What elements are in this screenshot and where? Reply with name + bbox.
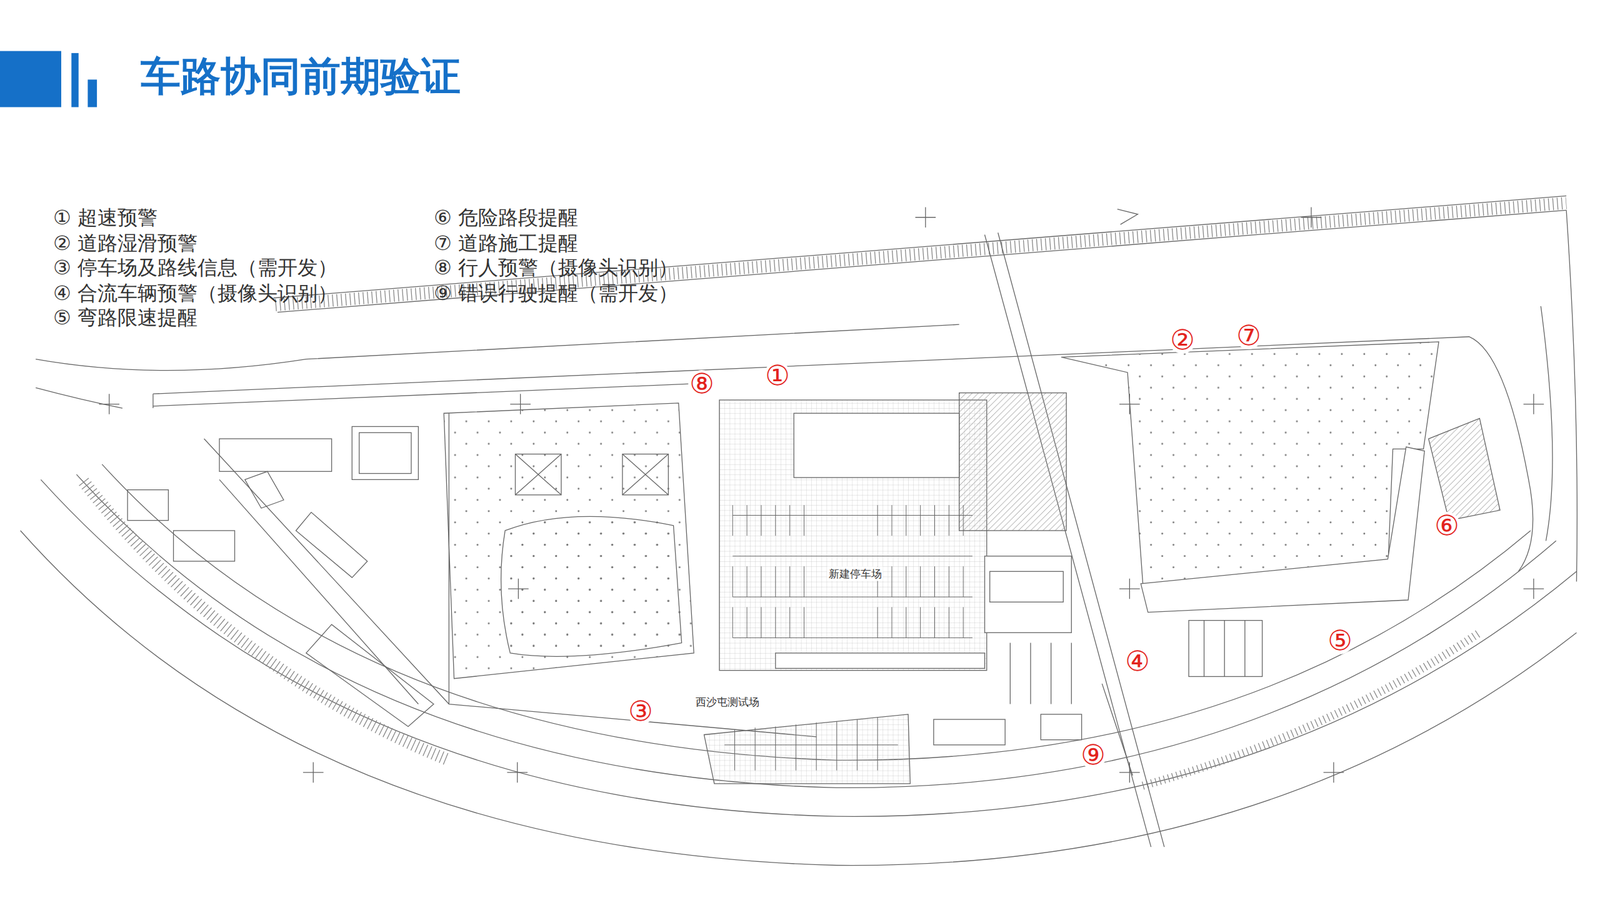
map-line — [1188, 620, 1263, 677]
map-line — [443, 403, 694, 679]
map-line — [732, 606, 964, 638]
legend-item: ① 超速预警 — [53, 205, 158, 230]
map-line — [732, 505, 964, 536]
callout-number: ① — [763, 361, 791, 390]
legend-item: ② 道路湿滑预警 — [53, 230, 198, 256]
map-line — [1540, 306, 1553, 542]
legend-item: ⑥ 危险路段提醒 — [433, 205, 579, 230]
map-line — [719, 400, 987, 671]
map-line — [219, 438, 332, 472]
map-line — [985, 556, 1072, 633]
map-line — [35, 324, 960, 370]
map-line — [959, 393, 1067, 531]
map-line — [275, 203, 1567, 305]
map-line — [0, 51, 62, 108]
page-title: 车路协同前期验证 — [140, 49, 461, 104]
legend-item: ⑦ 道路施工提醒 — [433, 230, 579, 256]
map-line — [359, 432, 412, 474]
map-line — [245, 471, 284, 509]
map-line — [1204, 620, 1245, 677]
callout-number: ⑦ — [1235, 321, 1262, 350]
callout-number: ③ — [626, 697, 654, 725]
map-line — [1040, 714, 1082, 740]
map-line — [933, 719, 1005, 745]
map-line — [622, 454, 669, 495]
map-line — [127, 490, 169, 521]
map-line — [775, 653, 985, 669]
site-lines — [20, 195, 1578, 865]
legend-item: ⑤ 弯路限速提醒 — [53, 305, 198, 330]
callout-number: ⑥ — [1433, 511, 1460, 540]
map-line — [83, 481, 449, 761]
map-line — [985, 235, 1152, 848]
parking-stalls — [724, 505, 973, 770]
map-line — [515, 454, 561, 495]
callout-number: ⑧ — [688, 370, 715, 398]
map-line — [732, 566, 964, 597]
map-line — [732, 515, 973, 638]
header-bar — [0, 51, 97, 108]
map-line — [295, 512, 367, 578]
callout-number: ② — [1168, 326, 1196, 354]
map-line — [1428, 418, 1500, 520]
map-line — [219, 479, 419, 704]
callout-number: ⑤ — [1326, 626, 1354, 655]
legend-item: ③ 停车场及路线信息（需开发） — [53, 255, 338, 280]
map-line — [1117, 209, 1139, 225]
map-line — [1101, 683, 1133, 776]
map-line — [1061, 341, 1439, 584]
map-line — [152, 393, 154, 409]
map-line — [704, 714, 911, 784]
legend-item: ⑧ 行人预警（摄像头识别） — [433, 255, 679, 280]
callout-number: ⑨ — [1079, 741, 1107, 769]
map-line — [990, 571, 1064, 602]
map-line — [1566, 210, 1577, 582]
map-line — [1140, 446, 1425, 612]
legend-item: ④ 合流车辆预警（摄像头识别） — [53, 280, 338, 306]
legend-item: ⑨ 错误行驶提醒（需开发） — [433, 280, 679, 306]
map-line — [153, 383, 694, 407]
area-name: 新建停车场 — [827, 566, 884, 582]
map-line — [515, 454, 561, 495]
map-line — [306, 624, 434, 727]
map-line — [724, 717, 899, 771]
map-line — [1010, 643, 1072, 705]
area-name: 西沙屯测试场 — [694, 695, 761, 710]
map-line — [87, 79, 97, 107]
map-line — [793, 413, 959, 478]
map-line — [71, 53, 79, 108]
map-line — [351, 426, 419, 480]
map-line — [501, 516, 682, 657]
callout-number: ④ — [1123, 647, 1151, 675]
map-line — [173, 530, 235, 562]
map-line — [622, 454, 669, 495]
map-line — [1143, 632, 1480, 786]
